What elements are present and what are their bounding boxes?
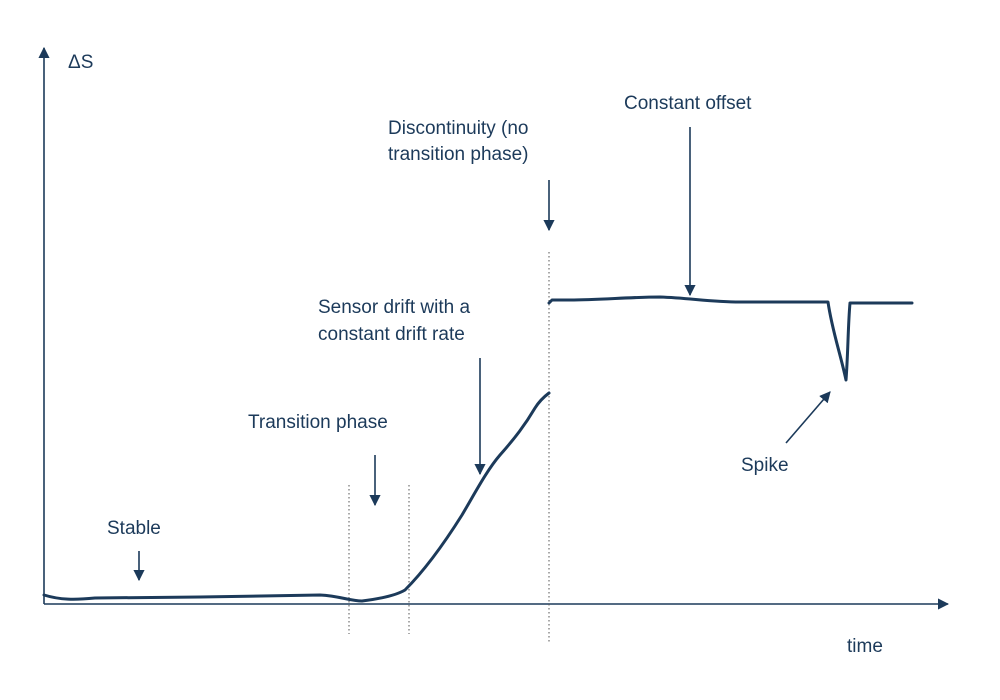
signal-stable-and-drift <box>42 391 551 603</box>
x-axis-label: time <box>847 636 883 657</box>
drift-label-line-2: constant drift rate <box>318 324 465 345</box>
signal-offset-and-spike <box>547 295 914 382</box>
transition-label: Transition phase <box>248 412 388 433</box>
y-axis-label: ΔS <box>68 52 93 73</box>
discontinuity-label: Discontinuity (no transition phase) <box>388 118 534 165</box>
discontinuity-label-line-1: Discontinuity (no <box>388 118 528 139</box>
offset-label: Constant offset <box>624 93 752 114</box>
spike-arrow <box>785 391 831 444</box>
spike-label: Spike <box>741 455 789 476</box>
stable-label: Stable <box>107 518 161 539</box>
drift-label-line-1: Sensor drift with a <box>318 297 470 318</box>
drift-label: Sensor drift with a constant drift rate <box>318 297 475 345</box>
discontinuity-label-line-2: transition phase) <box>388 144 528 165</box>
